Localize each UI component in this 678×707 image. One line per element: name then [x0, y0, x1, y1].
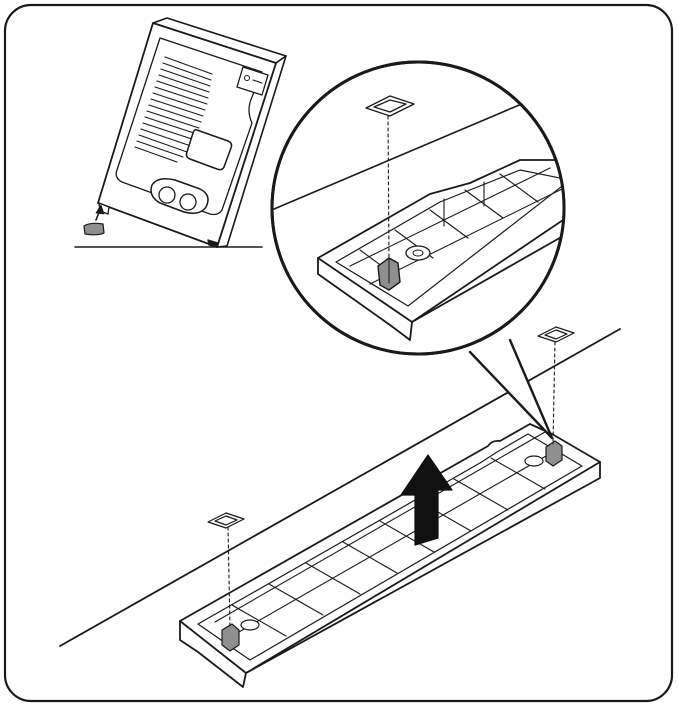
callout-tail	[468, 338, 554, 440]
tray-boss-left	[240, 619, 260, 631]
magnifier-callout	[270, 60, 566, 440]
control-box	[236, 66, 269, 96]
tray-ribs	[214, 431, 561, 637]
tray-clip-left	[221, 623, 240, 652]
tray-top-rim	[179, 423, 601, 674]
pad-outline-left	[207, 512, 245, 529]
main-tray-illustration	[59, 326, 621, 688]
foot-pad	[83, 222, 105, 236]
washer-foot-right	[207, 239, 219, 248]
zoom-pad-outline	[365, 95, 415, 117]
tray-inner-rim	[197, 433, 583, 661]
tray-clip-right	[545, 440, 563, 467]
tray-boss-right	[524, 455, 544, 467]
washer-panel-contour	[115, 37, 263, 216]
pad-outline-right	[537, 326, 575, 343]
service-panel	[185, 129, 233, 171]
washer-illustration	[74, 17, 287, 248]
control-knob	[244, 75, 250, 81]
vent-slats	[134, 56, 213, 163]
lift-arrow	[400, 454, 453, 546]
pad-arrow-head	[95, 204, 105, 215]
